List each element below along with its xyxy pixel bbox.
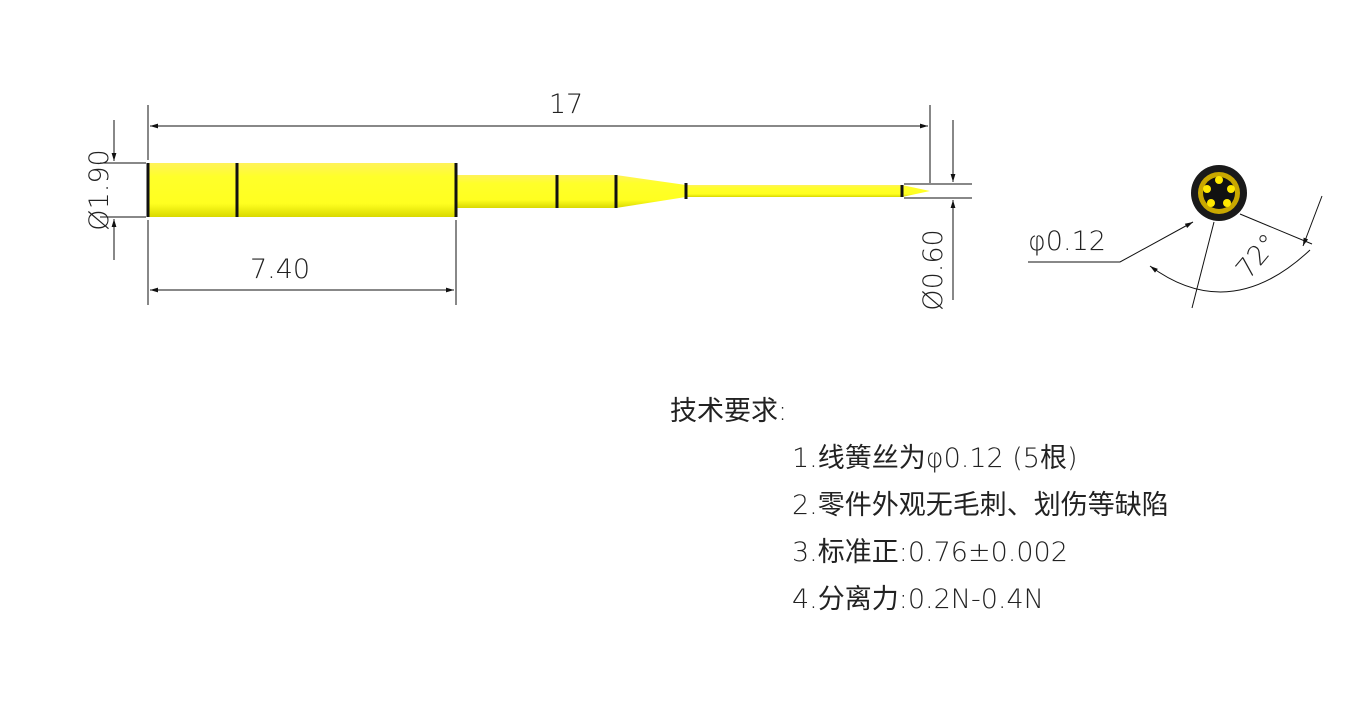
dim-tip-diameter: [904, 120, 972, 300]
dim-tip-diameter-label: Ø0.60: [918, 229, 949, 310]
requirements-list: 1.线簧丝为φ0.12 (5根) 2.零件外观无毛刺、划伤等缺陷 3.标准正:0…: [670, 435, 1169, 623]
requirement-item: 3.标准正:0.76±0.002: [792, 537, 1068, 568]
dim-wire-diameter-label: φ0.12: [1028, 226, 1106, 257]
requirement-item: 1.线簧丝为φ0.12 (5根): [792, 443, 1078, 474]
pin-needle: [686, 185, 902, 197]
dim-body-diameter: [100, 120, 146, 260]
dim-body-length-label: 7.40: [250, 254, 310, 285]
pin-side-view: [146, 163, 930, 217]
dim-angle: [1149, 195, 1323, 309]
requirement-item: 2.零件外观无毛刺、划伤等缺陷: [792, 490, 1169, 521]
dim-wire-diameter: [1028, 221, 1194, 263]
dim-body-length: [147, 220, 457, 305]
pin-taper: [616, 175, 686, 208]
pin-barrel: [148, 163, 456, 217]
dim-angle-label: 72°: [1230, 228, 1285, 285]
pin-end-view: [1191, 165, 1247, 221]
dim-overall-length-label: 17: [549, 89, 583, 120]
section-lines: [146, 163, 904, 217]
requirement-item: 4.分离力:0.2N-0.4N: [792, 584, 1044, 615]
technical-requirements: 技术要求: 1.线簧丝为φ0.12 (5根) 2.零件外观无毛刺、划伤等缺陷 3…: [670, 388, 1169, 623]
pin-tip: [902, 185, 930, 197]
requirements-heading: 技术要求:: [670, 396, 788, 427]
dim-body-diameter-label: Ø1.90: [84, 149, 115, 230]
spring-wires: [1203, 176, 1235, 207]
pin-shank: [456, 175, 616, 208]
dim-overall-length: [147, 105, 931, 183]
